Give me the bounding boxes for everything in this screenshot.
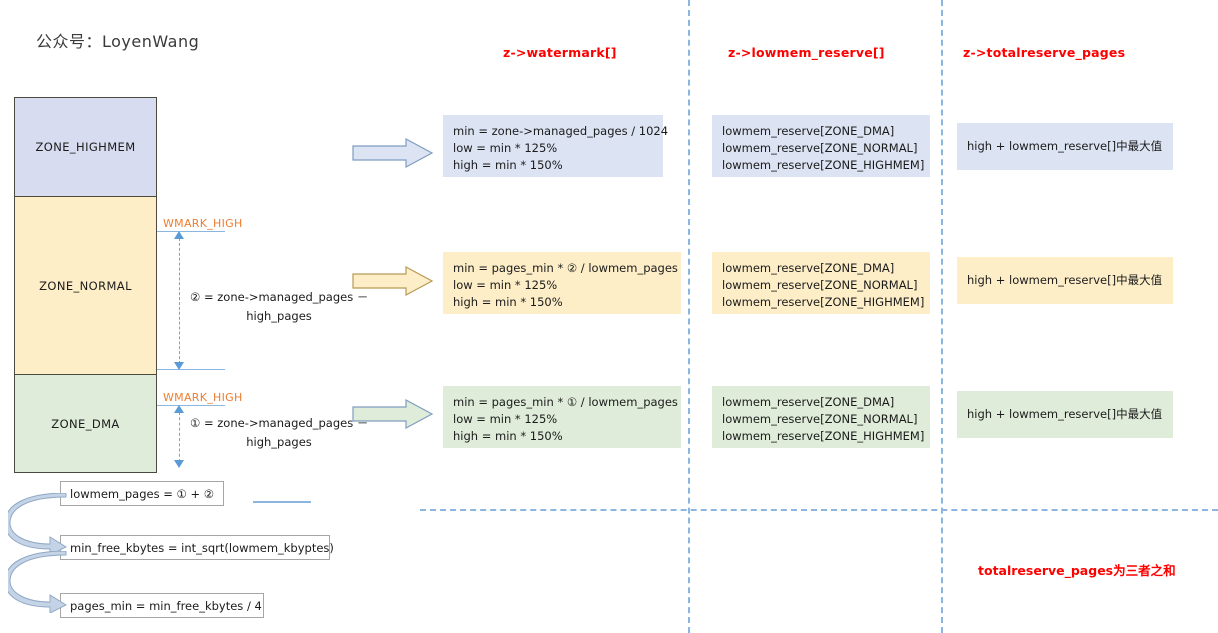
wmark-label-dma: WMARK_HIGH bbox=[163, 391, 243, 404]
wmark-line-normal-bottom bbox=[157, 369, 225, 370]
column-header-watermark: z->watermark[] bbox=[503, 45, 617, 60]
totalreserve-box-dma: high + lowmem_reserve[]中最大值 bbox=[957, 391, 1173, 438]
watermark-box-highmem: min = zone->managed_pages / 1024 low = m… bbox=[443, 115, 669, 177]
dimension-line-dma bbox=[179, 412, 180, 462]
column-header-totalreserve: z->totalreserve_pages bbox=[963, 45, 1126, 60]
dimension-line-normal bbox=[179, 238, 180, 364]
zone-label-highmem: ZONE_HIGHMEM bbox=[35, 140, 136, 154]
totalreserve-box-normal: high + lowmem_reserve[]中最大值 bbox=[957, 257, 1173, 304]
totalreserve-box-dma-line1: high + lowmem_reserve[]中最大值 bbox=[967, 407, 1163, 421]
dimension-text-dma-line2: high_pages bbox=[246, 435, 312, 449]
lowmem-reserve-box-highmem-line1: lowmem_reserve[ZONE_DMA] bbox=[722, 124, 895, 138]
lowmem-reserve-box-normal-line1: lowmem_reserve[ZONE_DMA] bbox=[722, 261, 895, 275]
totalreserve-box-highmem-line1: high + lowmem_reserve[]中最大值 bbox=[967, 139, 1163, 153]
flow-arrow-dma bbox=[352, 398, 434, 434]
zone-label-dma: ZONE_DMA bbox=[51, 416, 120, 431]
dimension-text-normal: ② = zone->managed_pages － high_pages bbox=[190, 288, 368, 326]
zone-label-normal: ZONE_NORMAL bbox=[39, 278, 132, 293]
dimension-text-dma-line1: ① = zone->managed_pages － bbox=[190, 416, 369, 430]
wmark-line-normal-top bbox=[157, 231, 225, 232]
page-title: 公众号：LoyenWang bbox=[36, 32, 200, 51]
lowmem-reserve-box-dma-line1: lowmem_reserve[ZONE_DMA] bbox=[722, 395, 895, 409]
total-note: totalreserve_pages为三者之和 bbox=[978, 563, 1176, 578]
watermark-box-normal-line1: min = pages_min * ② / lowmem_pages bbox=[453, 261, 678, 275]
wmark-line-dma-top bbox=[157, 405, 225, 406]
flow-arrow-highmem bbox=[352, 137, 434, 173]
watermark-box-normal: min = pages_min * ② / lowmem_pages low =… bbox=[443, 252, 681, 314]
watermark-box-dma-line1: min = pages_min * ① / lowmem_pages bbox=[453, 395, 678, 409]
watermark-box-normal-line2: low = min * 125% bbox=[453, 278, 558, 292]
watermark-box-highmem-line2: low = min * 125% bbox=[453, 141, 558, 155]
dimension-arrowhead-dma-up bbox=[174, 405, 184, 413]
flow-arrow-normal bbox=[352, 265, 434, 301]
watermark-box-highmem-line3: high = min * 150% bbox=[453, 158, 563, 172]
watermark-box-highmem-line1: min = zone->managed_pages / 1024 bbox=[453, 124, 669, 138]
lowmem-reserve-box-normal-line2: lowmem_reserve[ZONE_NORMAL] bbox=[722, 278, 918, 292]
lowmem-reserve-box-highmem: lowmem_reserve[ZONE_DMA] lowmem_reserve[… bbox=[712, 115, 930, 177]
watermark-box-dma: min = pages_min * ① / lowmem_pages low =… bbox=[443, 386, 681, 448]
dimension-text-normal-line1: ② = zone->managed_pages － bbox=[190, 290, 369, 304]
dimension-text-normal-line2: high_pages bbox=[246, 309, 312, 323]
stray-rule bbox=[253, 501, 311, 503]
dimension-arrowhead-dma-down bbox=[174, 460, 184, 468]
column-separator-2 bbox=[941, 0, 943, 633]
dimension-arrowhead-normal-up bbox=[174, 231, 184, 239]
lowmem-reserve-box-normal: lowmem_reserve[ZONE_DMA] lowmem_reserve[… bbox=[712, 252, 930, 314]
watermark-box-dma-line2: low = min * 125% bbox=[453, 412, 558, 426]
watermark-box-normal-line3: high = min * 150% bbox=[453, 295, 563, 309]
zone-stack: ZONE_HIGHMEM ZONE_NORMAL ZONE_DMA bbox=[14, 97, 157, 473]
formula-box-lowmem-pages: lowmem_pages = ① + ② bbox=[60, 481, 224, 506]
lowmem-reserve-box-dma-line3: lowmem_reserve[ZONE_HIGHMEM] bbox=[722, 429, 925, 443]
section-separator bbox=[420, 509, 1218, 511]
totalreserve-box-normal-line1: high + lowmem_reserve[]中最大值 bbox=[967, 273, 1163, 287]
wmark-label-normal: WMARK_HIGH bbox=[163, 217, 243, 230]
curved-arrow-1 bbox=[4, 492, 68, 559]
lowmem-reserve-box-normal-line3: lowmem_reserve[ZONE_HIGHMEM] bbox=[722, 295, 925, 309]
column-header-lowmem-reserve: z->lowmem_reserve[] bbox=[728, 45, 885, 60]
lowmem-reserve-box-dma: lowmem_reserve[ZONE_DMA] lowmem_reserve[… bbox=[712, 386, 930, 448]
zone-block-dma: ZONE_DMA bbox=[15, 374, 156, 472]
totalreserve-box-highmem: high + lowmem_reserve[]中最大值 bbox=[957, 123, 1173, 170]
zone-block-highmem: ZONE_HIGHMEM bbox=[15, 98, 156, 196]
dimension-text-dma: ① = zone->managed_pages － high_pages bbox=[190, 414, 368, 452]
formula-box-pages-min: pages_min = min_free_kbytes / 4 bbox=[60, 593, 264, 618]
zone-block-normal: ZONE_NORMAL bbox=[15, 196, 156, 374]
lowmem-reserve-box-highmem-line2: lowmem_reserve[ZONE_NORMAL] bbox=[722, 141, 918, 155]
watermark-box-dma-line3: high = min * 150% bbox=[453, 429, 563, 443]
formula-box-min-free-kbytes: min_free_kbytes = int_sqrt(lowmem_kbypte… bbox=[60, 535, 334, 560]
lowmem-reserve-box-highmem-line3: lowmem_reserve[ZONE_HIGHMEM] bbox=[722, 158, 925, 172]
lowmem-reserve-box-dma-line2: lowmem_reserve[ZONE_NORMAL] bbox=[722, 412, 918, 426]
dimension-arrowhead-normal-down bbox=[174, 362, 184, 370]
column-separator-1 bbox=[688, 0, 690, 633]
curved-arrow-2 bbox=[4, 550, 68, 617]
